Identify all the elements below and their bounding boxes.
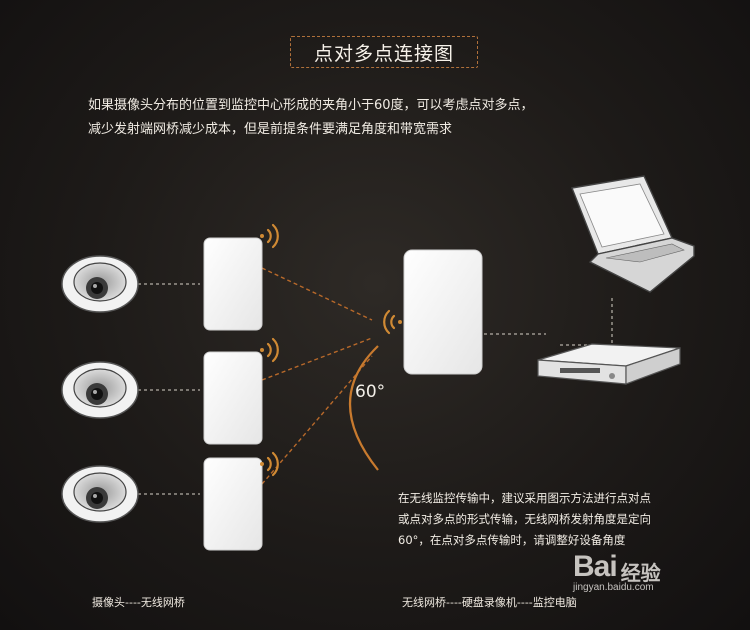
central-wireless-bridge <box>403 249 483 375</box>
diagram-title-text: 点对多点连接图 <box>313 42 454 65</box>
camera-1 <box>61 255 139 313</box>
intro-text: 如果摄像头分布的位置到监控中心形成的夹角小于60度，可以考虑点对多点， 减少发射… <box>88 94 534 142</box>
note-line-2: 或点对多点的形式传输，无线网桥发射角度是定向 <box>398 512 651 526</box>
wireless-bridge-3 <box>203 457 263 551</box>
center-links <box>484 298 613 346</box>
watermark-url: jingyan.baidu.com <box>573 582 654 593</box>
dvr-to-laptop-link <box>560 298 613 346</box>
dvr-icon <box>537 343 681 385</box>
intro-line-1: 如果摄像头分布的位置到监控中心形成的夹角小于60度，可以考虑点对多点， <box>88 98 534 113</box>
wifi-signal-icon <box>260 337 279 363</box>
angle-label: 60° <box>355 382 386 402</box>
bridge-link-2 <box>261 337 373 381</box>
diagram-title: 点对多点连接图 <box>290 36 478 68</box>
left-label: 摄像头----无线网桥 <box>92 596 185 609</box>
note-text: 在无线监控传输中，建议采用图示方法进行点对点 或点对多点的形式传输，无线网桥发射… <box>398 488 651 551</box>
camera-2 <box>61 361 139 419</box>
wifi-signal-icon <box>260 451 279 477</box>
wifi-signal-icon <box>260 223 279 249</box>
wireless-bridge-1 <box>203 237 263 331</box>
bridge-links <box>261 267 373 485</box>
angle-arc <box>349 345 379 471</box>
camera-links <box>138 283 200 495</box>
bridge-link-1 <box>261 267 373 321</box>
wifi-signal-icon <box>383 309 402 335</box>
right-label: 无线网桥----硬盘录像机----监控电脑 <box>402 596 577 609</box>
note-line-1: 在无线监控传输中，建议采用图示方法进行点对点 <box>398 491 651 505</box>
intro-line-2: 减少发射端网桥减少成本，但是前提条件要满足角度和带宽需求 <box>88 122 453 137</box>
bridge-link-3 <box>261 355 373 485</box>
watermark-logo-text: Bai <box>573 550 618 583</box>
note-line-3: 60°，在点对多点传输时，请调整好设备角度 <box>398 533 626 547</box>
watermark-cn-text: 经验 <box>620 561 661 585</box>
wifi-signals <box>260 223 402 477</box>
laptop-icon <box>571 175 695 293</box>
wireless-bridge-2 <box>203 351 263 445</box>
camera-3 <box>61 465 139 523</box>
